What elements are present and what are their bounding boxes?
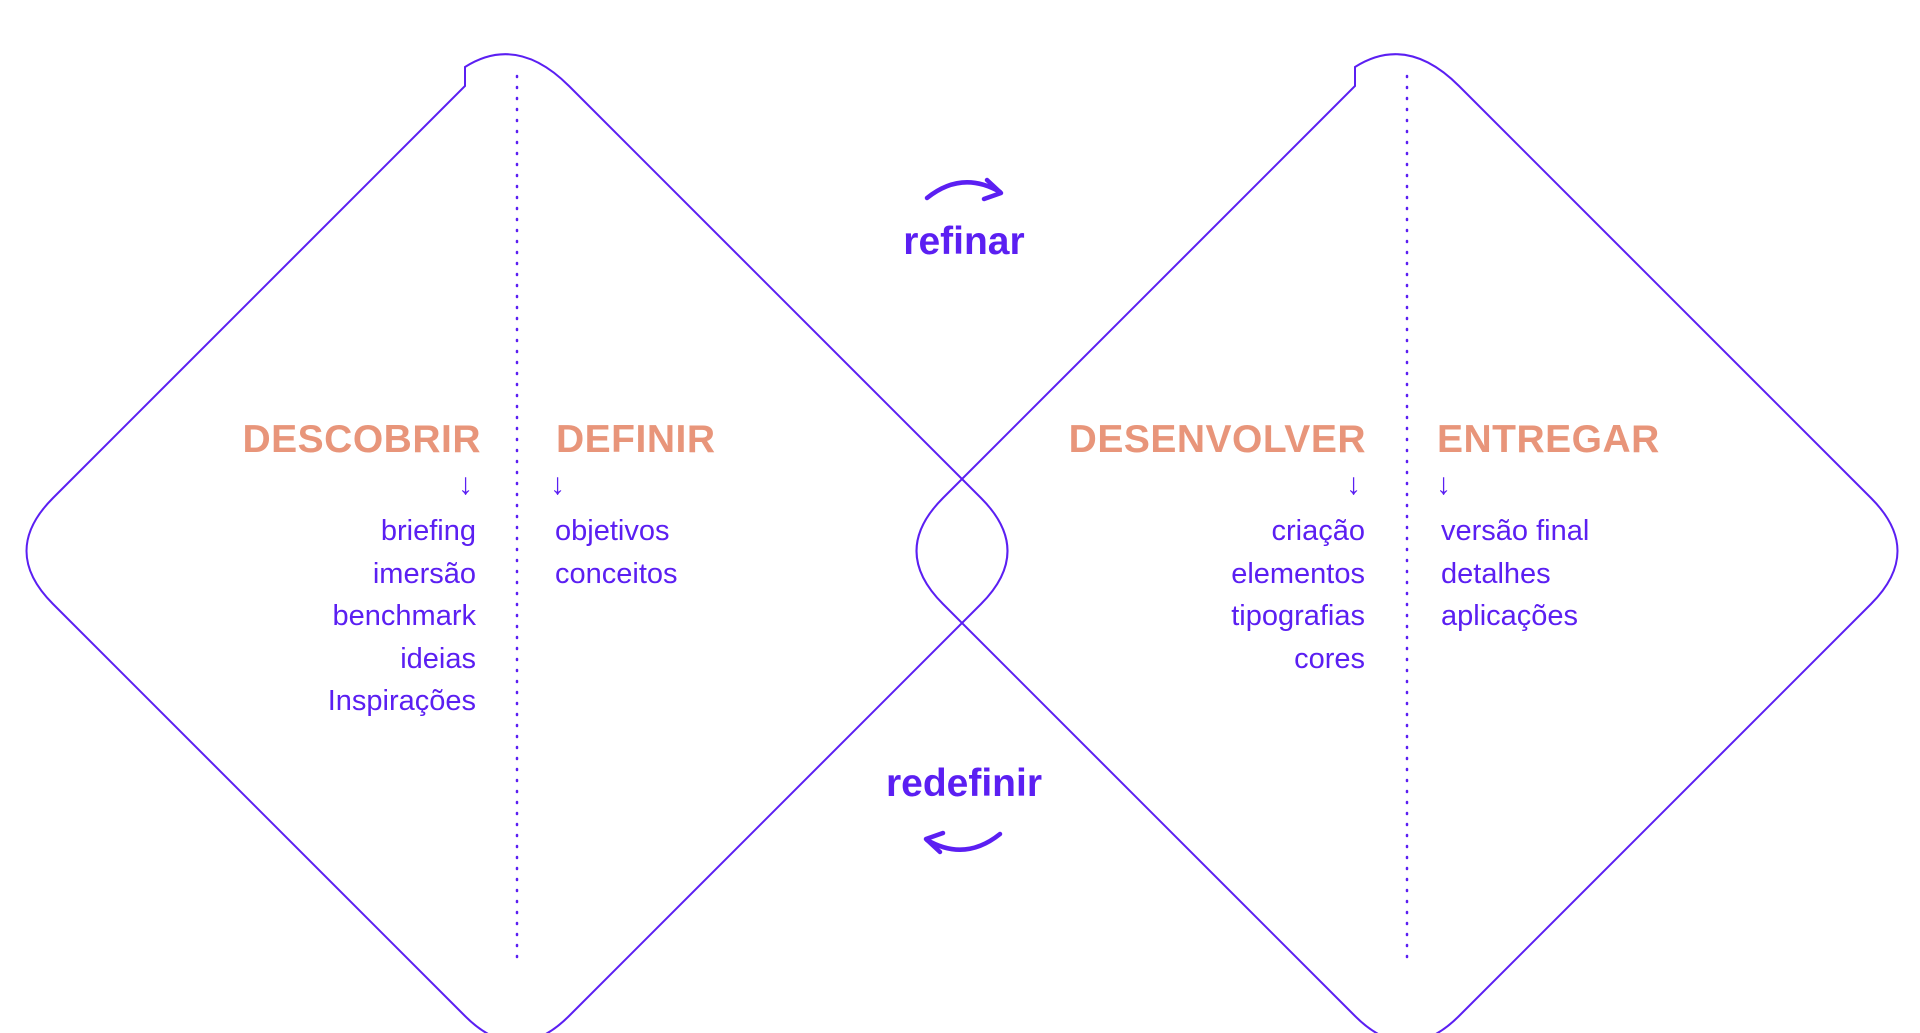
phase-title-definir: DEFINIR [556, 418, 716, 461]
list-item: objetivos [555, 515, 670, 547]
phase-items-descobrir: briefing imersão benchmark ideias Inspir… [328, 510, 476, 723]
refinar-label: refinar [903, 220, 1025, 263]
list-item: imersão [372, 557, 476, 590]
list-item: Inspirações [327, 685, 476, 717]
arrow-down-icon: ↓ [1436, 468, 1451, 501]
list-item: ideias [400, 642, 476, 675]
list-item: aplicações [1441, 600, 1579, 632]
redefinir-label: redefinir [885, 762, 1043, 805]
arrow-down-icon: ↓ [1346, 468, 1361, 501]
list-item: versão final [1441, 515, 1590, 547]
list-item: tipografias [1231, 600, 1365, 632]
list-item: detalhes [1441, 557, 1551, 590]
phase-title-entregar: ENTREGAR [1437, 418, 1660, 461]
curved-arrow-left-icon [923, 830, 1003, 855]
arrow-down-icon: ↓ [550, 468, 565, 501]
list-item: cores [1294, 642, 1365, 675]
list-item: criação [1271, 515, 1366, 547]
list-item: briefing [380, 515, 476, 547]
phase-title-descobrir: DESCOBRIR [242, 418, 481, 461]
phase-items-definir: objetivos conceitos [555, 510, 678, 595]
phase-items-entregar: versão final detalhes aplicações [1441, 510, 1589, 638]
left-diamond-outline [25, 53, 1009, 1033]
arrow-down-icon: ↓ [458, 468, 473, 501]
curved-arrow-right-icon [924, 177, 1004, 202]
right-diamond-outline [915, 53, 1899, 1033]
list-item: benchmark [332, 600, 476, 632]
phase-items-desenvolver: criação elementos tipografias cores [1231, 510, 1365, 680]
list-item: elementos [1231, 557, 1365, 590]
phase-title-desenvolver: DESENVOLVER [1068, 418, 1366, 461]
list-item: conceitos [555, 557, 678, 590]
